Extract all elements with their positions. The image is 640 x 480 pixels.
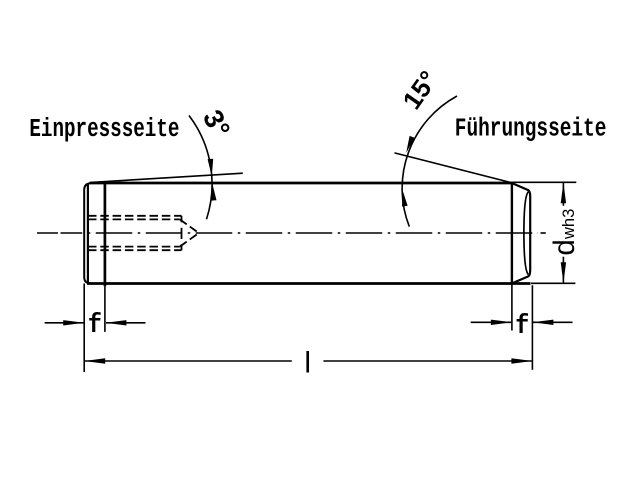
svg-text:Führungsseite: Führungsseite [455,115,607,144]
svg-text:f: f [88,311,102,341]
svg-text:wh3: wh3 [560,209,578,240]
svg-text:f: f [515,312,529,342]
svg-text:l: l [304,346,311,379]
svg-text:Einpressseite: Einpressseite [29,115,179,144]
svg-text:d: d [548,239,581,255]
